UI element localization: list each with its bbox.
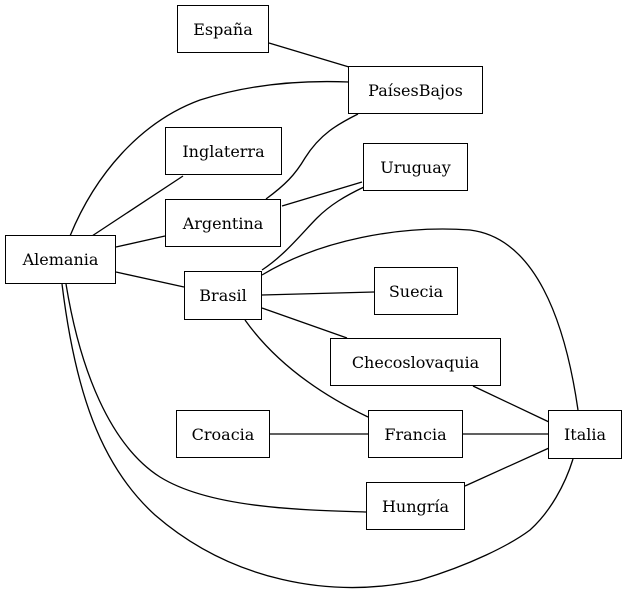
node-francia: Francia bbox=[368, 410, 463, 458]
node-alemania: Alemania bbox=[5, 235, 116, 284]
edge-alemania-inglaterra bbox=[91, 175, 184, 237]
edge-brasil-francia bbox=[244, 319, 369, 418]
node-hungria-label: Hungría bbox=[381, 496, 450, 516]
node-checoslovaquia: Checoslovaquia bbox=[330, 338, 501, 386]
edge-argentina-uruguay bbox=[281, 181, 363, 207]
node-italia-label: Italia bbox=[563, 425, 607, 444]
node-brasil: Brasil bbox=[184, 271, 262, 320]
node-francia-label: Francia bbox=[384, 424, 447, 444]
edge-brasil-italia bbox=[261, 228, 579, 411]
node-suecia: Suecia bbox=[374, 267, 458, 315]
node-suecia-label: Suecia bbox=[388, 281, 444, 301]
edge-espana-paisesbajos bbox=[268, 42, 350, 68]
node-espana: España bbox=[177, 5, 269, 53]
edge-hungria-italia bbox=[464, 447, 550, 487]
edge-brasil-checoslovaquia bbox=[261, 307, 348, 339]
node-uruguay: Uruguay bbox=[363, 143, 468, 191]
node-espana-label: España bbox=[193, 19, 253, 39]
node-italia: Italia bbox=[548, 410, 622, 459]
node-croacia: Croacia bbox=[176, 410, 270, 458]
node-inglaterra: Inglaterra bbox=[165, 127, 282, 175]
node-uruguay-label: Uruguay bbox=[380, 157, 451, 177]
node-alemania-label: Alemania bbox=[22, 250, 99, 269]
node-brasil-label: Brasil bbox=[199, 286, 247, 305]
edge-alemania-brasil bbox=[115, 271, 185, 288]
edge-alemania-italia bbox=[61, 283, 574, 589]
node-croacia-label: Croacia bbox=[191, 424, 255, 444]
node-argentina-label: Argentina bbox=[182, 213, 264, 233]
node-argentina: Argentina bbox=[165, 199, 281, 247]
edge-checoslovaquia-italia bbox=[472, 385, 550, 423]
edge-argentina-paisesbajos bbox=[265, 113, 359, 200]
node-checoslovaquia-label: Checoslovaquia bbox=[351, 352, 480, 372]
edge-alemania-paisesbajos bbox=[69, 80, 350, 237]
node-hungria: Hungría bbox=[366, 482, 465, 530]
node-inglaterra-label: Inglaterra bbox=[182, 141, 265, 161]
edge-brasil-suecia bbox=[261, 291, 375, 296]
edge-alemania-hungria bbox=[65, 283, 368, 513]
edge-alemania-argentina bbox=[115, 235, 166, 248]
edge-brasil-uruguay bbox=[261, 186, 365, 271]
node-paisesbajos: PaísesBajos bbox=[348, 66, 483, 114]
node-paisesbajos-label: PaísesBajos bbox=[368, 80, 463, 100]
